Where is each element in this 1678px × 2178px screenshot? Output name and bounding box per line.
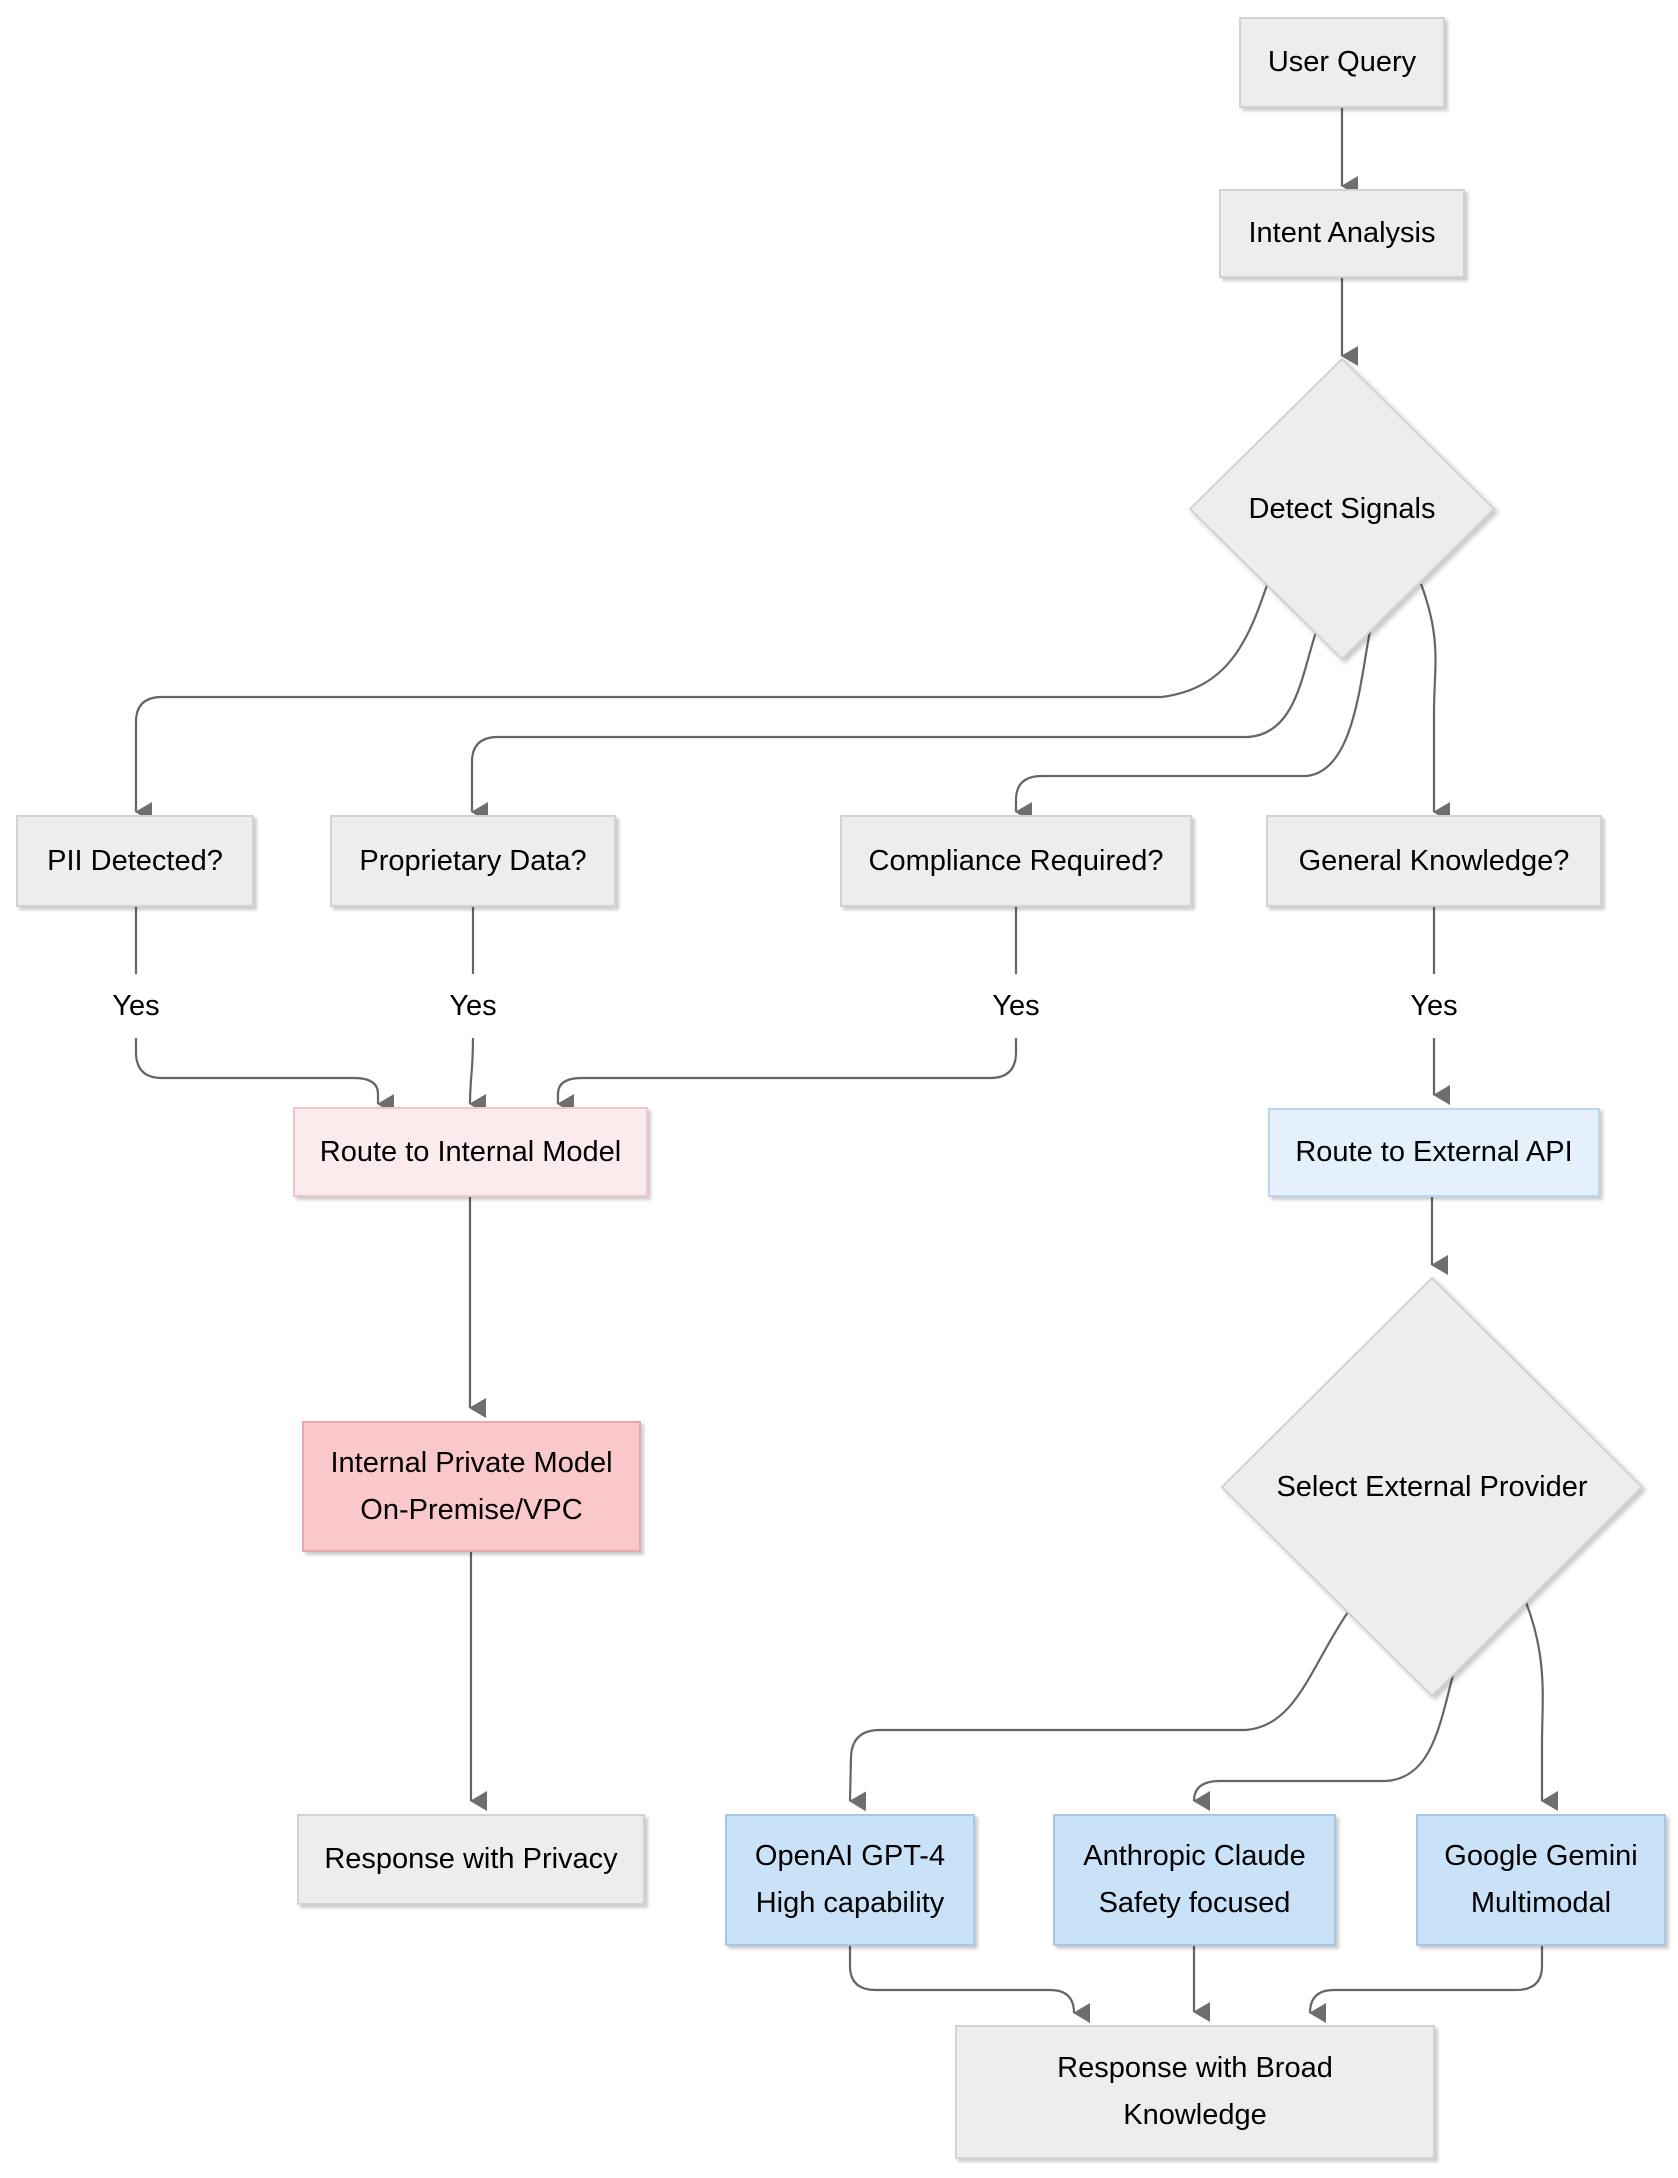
node-label: Route to External API — [1295, 1136, 1573, 1168]
node-response-privacy: Response with Privacy — [297, 1814, 645, 1905]
node-openai-gpt4: OpenAI GPT-4 High capability — [725, 1814, 975, 1946]
edge-gemini-to-broad — [1308, 1946, 1544, 2024]
detect-signals-diamond — [1188, 357, 1496, 661]
node-compliance-required: Compliance Required? — [840, 815, 1192, 907]
node-label-line2: Multimodal — [1470, 1887, 1612, 1919]
node-user-query: User Query — [1239, 17, 1445, 108]
node-route-internal-model: Route to Internal Model — [293, 1107, 648, 1197]
node-label-line2: On-Premise/VPC — [360, 1493, 583, 1526]
node-label: Response with Privacy — [324, 1843, 618, 1875]
node-label: Proprietary Data? — [359, 844, 587, 877]
edge-label-yes-pii: Yes — [91, 986, 181, 1026]
node-proprietary-data: Proprietary Data? — [330, 815, 616, 907]
edge-label-yes-general: Yes — [1389, 986, 1479, 1026]
detect-signals-label: Detect Signals — [1248, 492, 1436, 525]
edge-openai-to-broad — [848, 1946, 1091, 2023]
node-anthropic-claude: Anthropic Claude Safety focused — [1053, 1814, 1336, 1946]
edge-detect-to-pii — [134, 581, 1270, 822]
node-internal-private-model: Internal Private Model On-Premise/VPC — [302, 1421, 641, 1552]
node-google-gemini: Google Gemini Multimodal — [1416, 1814, 1666, 1946]
node-label-line2: Knowledge — [1123, 2099, 1267, 2131]
edge-detect-to-general — [1419, 583, 1450, 822]
node-label: PII Detected? — [47, 844, 223, 877]
node-general-knowledge: General Knowledge? — [1266, 815, 1602, 907]
edge-pii-yes-elbow — [134, 1038, 394, 1114]
node-label-line2: High capability — [755, 1887, 945, 1919]
edge-compliance-yes-elbow — [556, 1038, 1018, 1114]
edge-select-to-gemini — [1524, 1601, 1558, 1811]
edge-detect-to-compliance — [1014, 630, 1372, 822]
edge-detect-to-proprietary — [470, 631, 1318, 822]
node-response-broad-knowledge: Response with Broad Knowledge — [955, 2025, 1435, 2159]
edge-label-yes-proprietary: Yes — [428, 986, 518, 1026]
edge-select-to-openai — [848, 1611, 1349, 1812]
edge-proprietary-yes-lower — [468, 1037, 487, 1115]
edge-label-yes-compliance: Yes — [971, 986, 1061, 1026]
node-label: Route to Internal Model — [319, 1135, 622, 1168]
select-provider-label: Select External Provider — [1276, 1470, 1588, 1503]
node-route-external-api: Route to External API — [1268, 1108, 1600, 1197]
node-pii-detected: PII Detected? — [16, 815, 254, 907]
node-label-line1: Internal Private Model — [330, 1446, 613, 1479]
node-label-line1: Response with Broad — [1057, 2052, 1333, 2084]
node-label-line1: Anthropic Claude — [1083, 1840, 1306, 1872]
node-label-line1: Google Gemini — [1444, 1840, 1638, 1872]
edge-select-to-anthropic — [1192, 1674, 1455, 1812]
node-label: Intent Analysis — [1248, 217, 1436, 249]
select-provider-diamond — [1220, 1276, 1644, 1698]
node-label-line1: OpenAI GPT-4 — [754, 1840, 946, 1872]
node-label: General Knowledge? — [1298, 844, 1570, 877]
node-label-line2: Safety focused — [1098, 1887, 1291, 1919]
node-label: User Query — [1267, 46, 1417, 78]
node-intent-analysis: Intent Analysis — [1219, 189, 1465, 278]
node-label: Compliance Required? — [868, 844, 1164, 877]
